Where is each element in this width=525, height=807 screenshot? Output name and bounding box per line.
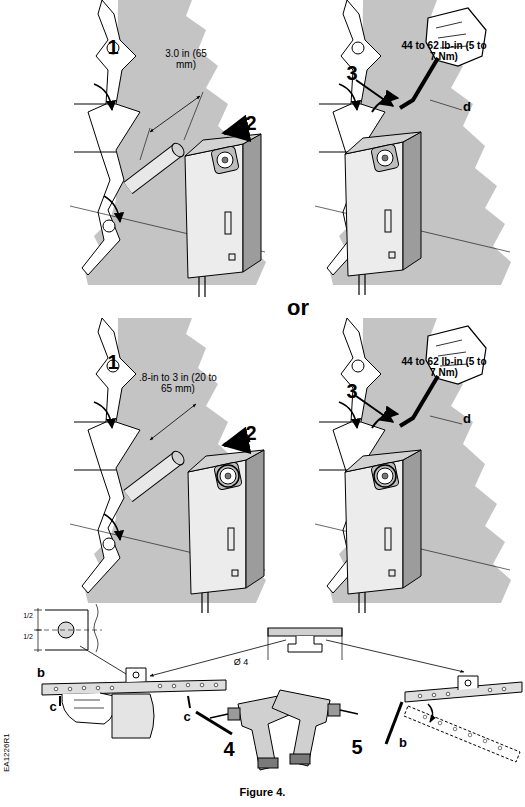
part-letter: c [180,710,194,724]
dimension-label: 3.0 in (65 mm) [160,48,212,70]
drawing-number: EA1226R1 [3,712,12,772]
part-letter: d [460,100,474,114]
callout-number: 3 [341,62,363,84]
callout-number: 1 [102,351,124,373]
part-letter: b [396,736,410,750]
figure-caption: Figure 4. [0,786,525,798]
dimension-label: 1/2 [20,612,36,620]
dimension-label: Ø 4 [226,658,256,668]
torque-label: 44 to 62 lb-in (5 to 7 Nm) [398,40,490,62]
part-letter: d [460,412,474,426]
callout-number: 4 [218,738,240,760]
callout-number: 2 [240,112,262,134]
torque-label: 44 to 62 lb-in (5 to 7 Nm) [398,356,490,378]
dimension-label: .8-in to 3 in (20 to 65 mm) [138,372,218,394]
part-letter: b [34,666,48,680]
callout-number: 3 [341,380,363,402]
callout-number: 1 [102,36,124,58]
callout-number: 5 [346,736,368,758]
part-letter: c [46,700,60,714]
dimension-label: 1/2 [20,633,36,641]
separator-word: or [278,296,318,320]
callout-number: 2 [240,422,262,444]
